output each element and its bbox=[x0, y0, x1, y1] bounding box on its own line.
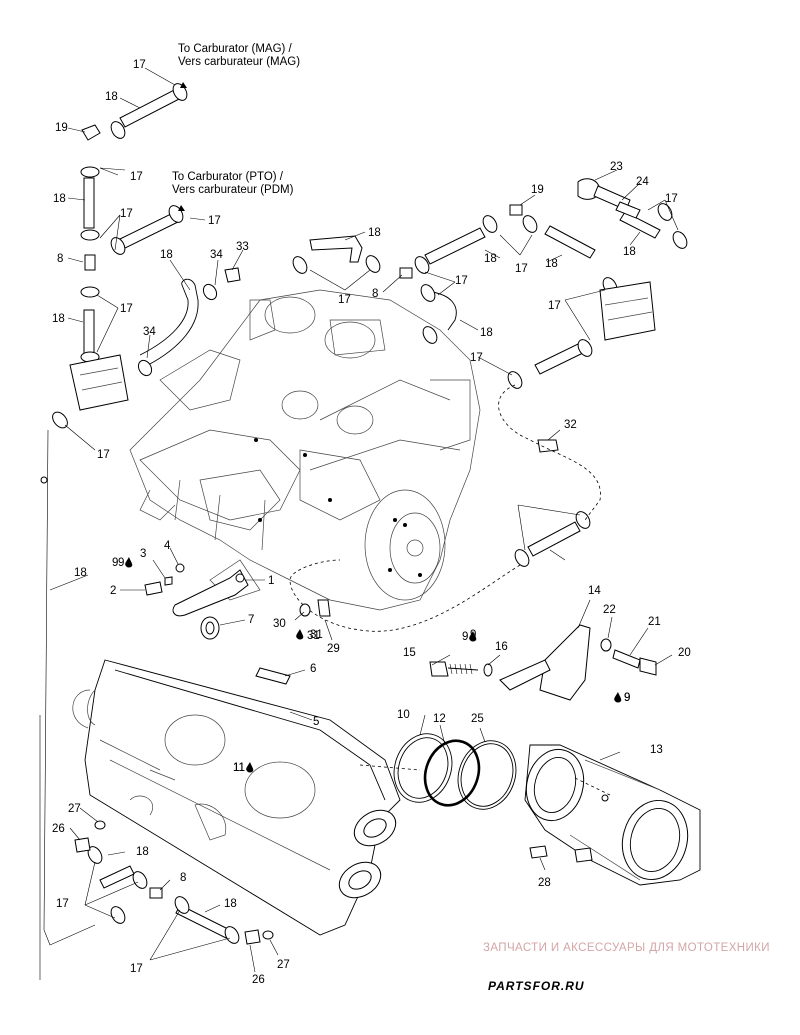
leader-lines bbox=[39, 67, 679, 980]
callout: 19 bbox=[531, 184, 544, 196]
callout: 1 bbox=[268, 575, 274, 587]
callout: 24 bbox=[636, 176, 649, 188]
callout: 23 bbox=[610, 161, 623, 173]
watermark-caption: ЗАПЧАСТИ И АКСЕССУАРЫ ДЛЯ МОТОТЕХНИКИ bbox=[483, 942, 770, 954]
callout: 18 bbox=[368, 227, 381, 239]
callout: 17 bbox=[548, 300, 561, 312]
callout: 10 bbox=[397, 709, 410, 721]
callout: 18 bbox=[484, 253, 497, 265]
callout: 27 bbox=[277, 959, 290, 971]
callouts: 17 18 19 17 18 17 17 8 17 18 34 33 18 34… bbox=[52, 59, 691, 986]
callout: 17 bbox=[455, 275, 468, 287]
watermark-logo: PARTSFOR.RU bbox=[488, 979, 585, 993]
callout: 9 bbox=[624, 692, 630, 704]
callout: 16 bbox=[495, 641, 508, 653]
callout: 18 bbox=[224, 898, 237, 910]
drop-icon bbox=[614, 692, 622, 703]
callout: 8 bbox=[372, 288, 378, 300]
callout: 17 bbox=[120, 208, 133, 220]
callout: 5 bbox=[313, 716, 319, 728]
callout: 6 bbox=[310, 663, 316, 675]
drop-mark: 11 bbox=[233, 762, 245, 774]
engine-block bbox=[129, 289, 481, 611]
bracket-parts bbox=[144, 563, 657, 701]
callout: 14 bbox=[588, 585, 601, 597]
callout: 17 bbox=[97, 449, 110, 461]
drop-icon bbox=[296, 629, 304, 640]
callout: 7 bbox=[248, 614, 254, 626]
drop-mark: 9 bbox=[624, 692, 630, 704]
drop-mark: 31 bbox=[310, 629, 323, 641]
callout: 26 bbox=[52, 823, 65, 835]
callout: 22 bbox=[603, 604, 616, 616]
note-carb-pto-line2: Vers carburateur (PDM) bbox=[172, 184, 294, 196]
callout: 17 bbox=[120, 303, 133, 315]
callout: 21 bbox=[648, 616, 661, 628]
fittings bbox=[69, 124, 656, 899]
rings-adaptor bbox=[359, 733, 701, 886]
callout: 31 bbox=[307, 630, 320, 642]
callout: 17 bbox=[665, 193, 678, 205]
hoses bbox=[83, 87, 661, 939]
drop-mark: 9 bbox=[462, 631, 468, 643]
air-silencer bbox=[72, 659, 401, 945]
callout: 17 bbox=[56, 898, 69, 910]
drop-mark: 9 bbox=[112, 557, 118, 569]
flow-arrows bbox=[178, 82, 198, 220]
routing-notes: To Carburator (MAG) / Vers carburateur (… bbox=[172, 43, 300, 196]
lubricant-marks: 9 31 9 9 11 bbox=[112, 557, 630, 774]
callout: 17 bbox=[338, 294, 351, 306]
callout: 34 bbox=[143, 326, 156, 338]
callout: 18 bbox=[623, 246, 636, 258]
callout: 17 bbox=[470, 352, 483, 364]
callout: 29 bbox=[327, 643, 340, 655]
callout: 34 bbox=[210, 249, 223, 261]
callout: 18 bbox=[53, 193, 66, 205]
callout: 25 bbox=[471, 713, 484, 725]
callout: 18 bbox=[545, 258, 558, 270]
callout: 13 bbox=[650, 744, 663, 756]
callout: 18 bbox=[52, 313, 65, 325]
callout: 17 bbox=[208, 215, 221, 227]
callout: 32 bbox=[564, 419, 577, 431]
callout: 17 bbox=[515, 263, 528, 275]
callout: 18 bbox=[160, 249, 173, 261]
note-carb-mag-line2: Vers carburateur (MAG) bbox=[178, 56, 300, 68]
callout: 17 bbox=[130, 171, 143, 183]
callout: 12 bbox=[433, 713, 446, 725]
dashed-lines bbox=[40, 384, 601, 946]
callout: 20 bbox=[678, 647, 691, 659]
callout: 17 bbox=[133, 59, 146, 71]
callout: 2 bbox=[110, 585, 116, 597]
callout: 28 bbox=[538, 877, 551, 889]
callout: 4 bbox=[164, 540, 171, 552]
drop-icon bbox=[469, 631, 477, 642]
note-carb-mag-line1: To Carburator (MAG) / bbox=[178, 43, 293, 55]
callout: 26 bbox=[252, 974, 265, 986]
callout: 9 bbox=[118, 557, 124, 569]
callout: 19 bbox=[55, 122, 68, 134]
callout: 15 bbox=[403, 647, 416, 659]
callout: 27 bbox=[68, 803, 81, 815]
callout: 3 bbox=[140, 548, 146, 560]
callout: 18 bbox=[105, 91, 118, 103]
callout: 18 bbox=[480, 327, 493, 339]
callout: 30 bbox=[273, 618, 286, 630]
drop-icon bbox=[246, 762, 254, 773]
callout: 18 bbox=[136, 846, 149, 858]
clamps bbox=[52, 83, 688, 944]
callout: 18 bbox=[74, 567, 87, 579]
drop-icon bbox=[125, 557, 133, 568]
callout: 33 bbox=[236, 241, 249, 253]
callout: 11 bbox=[233, 762, 245, 774]
callout: 17 bbox=[130, 963, 143, 975]
callout: 8 bbox=[57, 253, 63, 265]
note-carb-pto-line1: To Carburator (PTO) / bbox=[172, 171, 284, 183]
callout: 8 bbox=[180, 872, 186, 884]
svg-text:PARTSFOR.RU: PARTSFOR.RU bbox=[488, 979, 585, 993]
